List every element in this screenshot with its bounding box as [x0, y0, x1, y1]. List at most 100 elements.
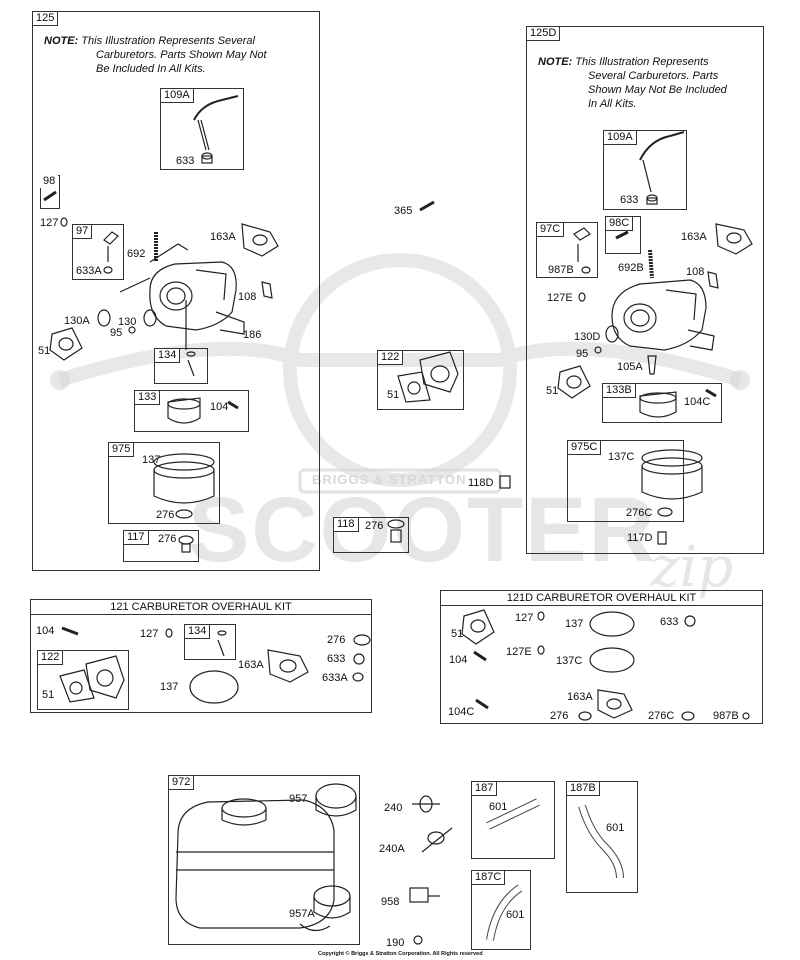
group-133b	[602, 383, 722, 423]
part-240a-filter-icon	[421, 827, 453, 853]
label-104: 104	[210, 401, 229, 413]
label-104c-d: 104C	[684, 396, 711, 408]
panel-125d	[526, 26, 764, 554]
label-601-187c: 601	[506, 909, 525, 921]
part-51-right-gasket-icon	[557, 365, 591, 399]
part-127-washer-icon	[60, 217, 68, 227]
group-97c	[536, 222, 598, 278]
group-117	[123, 530, 199, 562]
part-187b-line-icon	[578, 804, 624, 879]
label-51-center: 51	[387, 389, 400, 401]
label-105a: 105A	[617, 361, 643, 373]
label-958: 958	[381, 896, 400, 908]
label-163a-kitd: 163A	[567, 691, 593, 703]
part-130a-plate-icon	[97, 309, 111, 327]
panel-125d-note: NOTE: This Illustration Represents	[538, 55, 709, 69]
label-130a: 130A	[64, 315, 90, 327]
part-105a-valve-icon	[647, 355, 657, 375]
part-122-spacer-icon	[397, 351, 459, 403]
label-108-d: 108	[686, 266, 705, 278]
label-163a: 163A	[210, 231, 236, 243]
label-276c-kitd: 276C	[648, 710, 675, 722]
note-label: NOTE:	[44, 35, 79, 47]
panel-125d-id: 125D	[526, 26, 561, 41]
label-104-kitd: 104	[449, 654, 468, 666]
part-118-jet-icon	[387, 519, 405, 543]
label-987b-kitd: 987B	[713, 710, 739, 722]
label-130d: 130D	[574, 331, 601, 343]
label-957a: 957A	[289, 908, 315, 920]
label-127: 127	[40, 217, 59, 229]
part-134-valve-icon	[186, 351, 196, 377]
watermark-suffix: zip	[650, 535, 734, 600]
fuel-tank-icon	[175, 783, 357, 932]
label-117d: 117D	[627, 532, 653, 544]
label-95: 95	[110, 327, 123, 339]
label-163a-d: 163A	[681, 231, 707, 243]
label-127-kitd: 127	[515, 612, 534, 624]
label-127-kit: 127	[140, 628, 159, 640]
label-601-187: 601	[489, 801, 508, 813]
label-633-d: 633	[620, 194, 639, 206]
panel-125-id: 125	[32, 11, 59, 26]
part-118d-jet-icon	[499, 475, 511, 489]
tag-98: 98	[40, 175, 59, 188]
part-130-plate-icon	[143, 309, 157, 327]
part-958-valve-icon	[409, 887, 440, 903]
panel-125	[32, 11, 320, 571]
label-104-kit: 104	[36, 625, 55, 637]
tag-117: 117	[123, 530, 149, 545]
part-98-screw-icon	[43, 190, 57, 202]
label-108: 108	[238, 291, 257, 303]
carburetor-body-left-icon	[119, 243, 245, 350]
label-276-kitd: 276	[550, 710, 569, 722]
label-633-kit: 633	[327, 653, 346, 665]
part-117-jet-icon	[178, 535, 194, 553]
kit-121-title: 121 CARBURETOR OVERHAUL KIT	[110, 601, 292, 613]
label-104c-kitd: 104C	[448, 706, 475, 718]
tag-972: 972	[168, 775, 195, 790]
note-125d-line-1: This Illustration Represents	[575, 56, 709, 68]
group-975c	[567, 440, 684, 522]
part-97-needle-icon	[103, 231, 119, 274]
part-133-float-icon	[167, 397, 239, 424]
label-240a: 240A	[379, 843, 405, 855]
part-163a-gasket-icon	[241, 223, 279, 257]
label-51-d: 51	[546, 385, 559, 397]
label-127e-kitd: 127E	[506, 646, 532, 658]
group-187b	[566, 781, 638, 893]
label-365: 365	[394, 205, 413, 217]
label-987b-d: 987B	[548, 264, 574, 276]
tag-109a: 109A	[160, 88, 194, 103]
part-692b-spring-icon	[648, 249, 654, 279]
label-137-kit: 137	[160, 681, 179, 693]
part-190-clamp-icon	[413, 935, 423, 945]
label-190: 190	[386, 937, 405, 949]
tag-109a-d: 109A	[603, 130, 637, 145]
part-95-screw-icon	[128, 326, 136, 334]
kit-121-parts-icon	[59, 626, 371, 704]
label-137-kitd: 137	[565, 618, 584, 630]
tag-975c: 975C	[567, 440, 602, 455]
panel-125-note-line-3: Be Included In All Kits.	[96, 63, 206, 75]
part-51-gasket-icon	[49, 327, 83, 361]
part-163a-right-gasket-icon	[715, 223, 753, 255]
label-127e-d: 127E	[547, 292, 573, 304]
label-633-kitd: 633	[660, 616, 679, 628]
tag-133b: 133B	[602, 383, 636, 398]
tag-97c: 97C	[536, 222, 565, 237]
part-98c-screw-icon	[615, 230, 629, 240]
label-51-kitd: 51	[451, 628, 464, 640]
tag-98c: 98C	[605, 216, 634, 231]
label-137c-kitd: 137C	[556, 655, 583, 667]
part-108-right-gasket-icon	[707, 271, 719, 289]
part-975c-rings-icon	[641, 449, 703, 517]
note-line-1: This Illustration Represents Several	[81, 35, 255, 47]
carburetor-body-right-icon	[611, 279, 715, 351]
tag-187b: 187B	[566, 781, 600, 796]
label-137: 137	[142, 454, 161, 466]
tag-118: 118	[333, 517, 359, 532]
label-163a-kit: 163A	[238, 659, 264, 671]
label-51: 51	[38, 345, 51, 357]
tag-187c: 187C	[471, 870, 506, 885]
